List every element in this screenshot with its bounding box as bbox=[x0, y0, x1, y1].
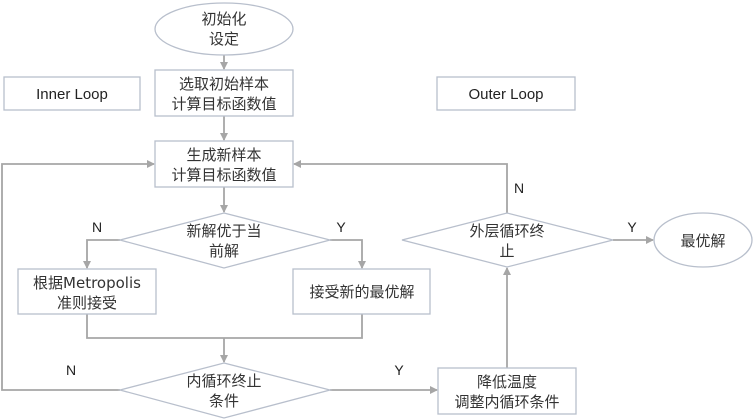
cool-node: 降低温度 调整内循环条件 bbox=[437, 367, 577, 415]
outer-end-decision: 外层循环终 止 bbox=[401, 212, 614, 268]
outer-loop-label-box: Outer Loop bbox=[436, 76, 576, 111]
new-sample-node: 生成新样本 计算目标函数值 bbox=[154, 140, 294, 188]
better-decision: 新解优于当 前解 bbox=[117, 212, 333, 269]
accept-line-1: 接受新的最优解 bbox=[309, 283, 414, 301]
label-yes-3: Y bbox=[627, 219, 637, 235]
inner-end-line-1: 内循环终止 bbox=[186, 372, 261, 390]
start-line-2: 设定 bbox=[209, 30, 239, 48]
new-line-2: 计算目标函数值 bbox=[171, 166, 276, 184]
accept-node: 接受新的最优解 bbox=[292, 268, 431, 315]
arrow-better-yes bbox=[330, 239, 366, 269]
start-line-1: 初始化 bbox=[201, 10, 246, 28]
merge-line bbox=[86, 314, 363, 339]
label-yes-1: Y bbox=[336, 219, 346, 235]
label-no-2: N bbox=[66, 362, 76, 378]
arrow-outer-no bbox=[293, 160, 508, 213]
better-line-2: 前解 bbox=[209, 242, 239, 260]
metro-line-2: 准则接受 bbox=[57, 294, 117, 312]
outer-end-line-1: 外层循环终 bbox=[469, 222, 544, 240]
new-line-1: 生成新样本 bbox=[186, 146, 261, 164]
result-line-1: 最优解 bbox=[680, 232, 725, 250]
inner-loop-label-box: Inner Loop bbox=[3, 76, 141, 111]
outer-loop-label: Outer Loop bbox=[468, 86, 543, 103]
label-no-3: N bbox=[514, 180, 524, 196]
start-node: 初始化 设定 bbox=[154, 2, 294, 56]
inner-loop-label: Inner Loop bbox=[36, 86, 108, 103]
init-line-2: 计算目标函数值 bbox=[171, 95, 276, 113]
label-no-1: N bbox=[92, 219, 102, 235]
init-sample-node: 选取初始样本 计算目标函数值 bbox=[154, 69, 294, 117]
label-yes-2: Y bbox=[394, 362, 404, 378]
outer-end-line-2: 止 bbox=[499, 242, 514, 260]
metropolis-node: 根据Metropolis 准则接受 bbox=[17, 268, 157, 315]
arrow-better-no bbox=[83, 239, 120, 269]
inner-end-line-2: 条件 bbox=[209, 392, 239, 410]
init-line-1: 选取初始样本 bbox=[179, 75, 269, 93]
cool-line-1: 降低温度 bbox=[477, 373, 537, 391]
metro-line-1: 根据Metropolis bbox=[33, 274, 141, 292]
cool-line-2: 调整内循环条件 bbox=[454, 393, 559, 411]
result-node: 最优解 bbox=[653, 212, 753, 268]
connectors bbox=[1, 55, 654, 394]
inner-end-decision: 内循环终止 条件 bbox=[117, 362, 333, 419]
better-line-1: 新解优于当 bbox=[186, 222, 261, 240]
arrow-inner-no bbox=[1, 160, 155, 391]
